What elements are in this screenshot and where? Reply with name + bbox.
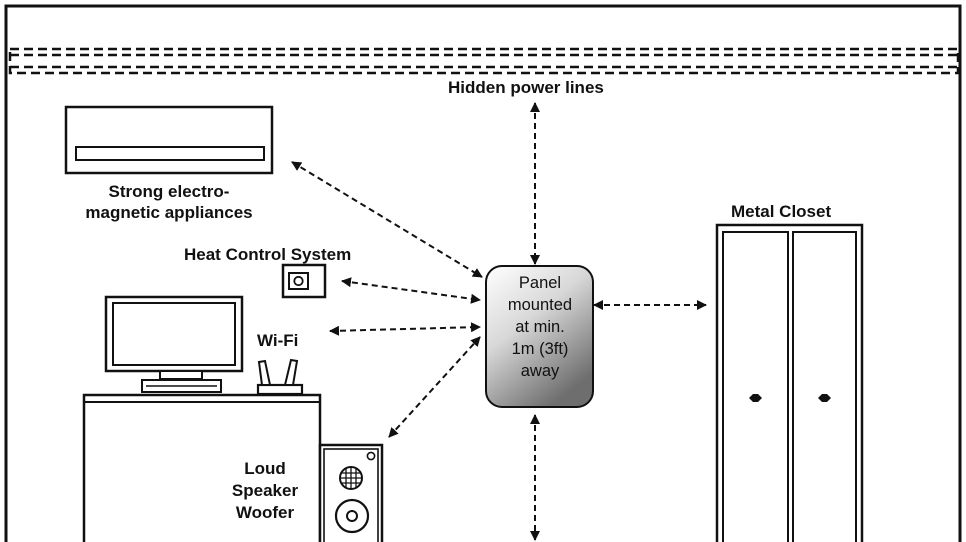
panel-device — [485, 265, 594, 408]
hidden-power-lines — [8, 47, 960, 75]
panel-line3: at min. — [515, 318, 565, 336]
panel-line1: Panel — [518, 274, 562, 292]
label-electromagnetic-appliances: Strong electro- magnetic appliances — [66, 181, 272, 223]
arrow-heat-control — [341, 277, 481, 304]
thermostat-icon — [281, 263, 327, 299]
arrow-appliance — [291, 161, 483, 278]
arrow-wifi — [329, 322, 481, 336]
panel-line2: mounted — [507, 296, 573, 314]
panel-label: Panel mounted at min. 1m (3ft) away — [488, 272, 592, 382]
electromagnetic-appliance-icon — [64, 105, 274, 175]
label-wifi: Wi-Fi — [257, 331, 299, 350]
label-speaker-line2: Speaker — [231, 481, 299, 500]
label-speaker-line1: Loud — [244, 459, 286, 478]
wifi-router-icon — [256, 358, 304, 396]
label-metal-closet: Metal Closet — [731, 202, 832, 221]
label-loud-speaker-woofer: Loud Speaker Woofer — [220, 458, 310, 524]
label-heat-control-system: Heat Control System — [184, 245, 352, 264]
label-hidden-power-lines: Hidden power lines — [448, 78, 604, 97]
interference-arrows — [291, 102, 707, 541]
panel-line4: 1m (3ft) — [511, 340, 569, 358]
arrow-speaker — [388, 336, 481, 438]
label-appliances-line2: magnetic appliances — [85, 203, 253, 222]
label-speaker-line3: Woofer — [235, 503, 295, 522]
label-appliances-line1: Strong electro- — [108, 182, 230, 201]
panel-line5: away — [520, 362, 560, 380]
metal-closet-icon — [715, 223, 864, 542]
room-wall — [4, 4, 962, 542]
speaker-icon — [318, 443, 384, 542]
monitor-icon — [104, 295, 244, 393]
